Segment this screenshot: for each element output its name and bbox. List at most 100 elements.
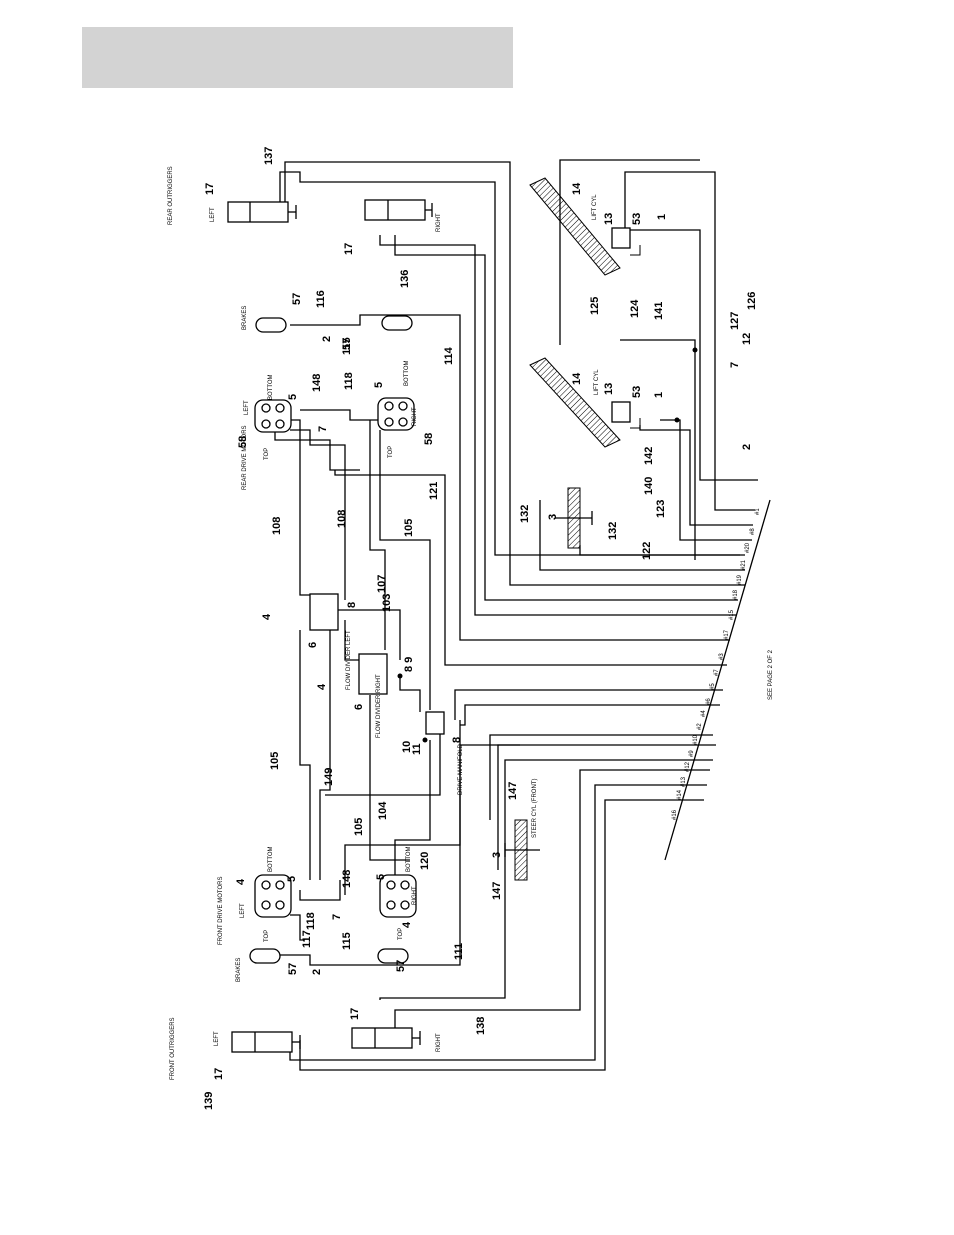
callout-number: 6 bbox=[353, 704, 365, 710]
callout-number: 148 bbox=[341, 870, 353, 888]
front-motor-right-label: RIGHT bbox=[412, 886, 418, 905]
callout-number: 123 bbox=[655, 500, 667, 518]
port-label: #21 bbox=[741, 559, 747, 570]
front-left-outrigger-cylinder bbox=[231, 1031, 301, 1053]
callout-number: 140 bbox=[643, 477, 655, 495]
callout-number: 147 bbox=[507, 782, 519, 800]
rear-right-outrigger-cylinder bbox=[364, 199, 433, 221]
rear-motor-right-label: RIGHT bbox=[412, 407, 418, 426]
front-motor-bottom-label: BOTTOM bbox=[268, 846, 274, 872]
rear-motor-bottom-label: BOTTOM bbox=[268, 374, 274, 400]
cylinder-132 bbox=[555, 487, 593, 549]
callout-number: 58 bbox=[237, 436, 249, 448]
port-label: #1 bbox=[755, 508, 761, 515]
port-label: #12 bbox=[685, 761, 691, 772]
callout-number: 4 bbox=[261, 613, 273, 620]
port-label: #10 bbox=[693, 734, 699, 745]
callout-number: 136 bbox=[399, 270, 411, 288]
callout-number: 8 9 bbox=[403, 657, 415, 672]
front-motor-left-label: LEFT bbox=[240, 903, 246, 918]
callout-number: 111 bbox=[453, 943, 465, 960]
callout-number: 105 bbox=[403, 519, 415, 537]
front-motor-right-bottom-label: BOTTOM bbox=[406, 846, 412, 872]
rear-right-drive-motor bbox=[377, 397, 415, 431]
port-label: #3 bbox=[719, 653, 725, 660]
rear-motor-right-bottom-label: BOTTOM bbox=[404, 360, 410, 386]
callout-number: 117 bbox=[301, 930, 313, 948]
flow-divider-left bbox=[309, 593, 339, 631]
front-motor-right-top-label: TOP bbox=[398, 928, 404, 940]
callout-number: 108 bbox=[336, 510, 348, 528]
callout-number: 1 bbox=[653, 392, 665, 398]
callout-number: 127 bbox=[729, 312, 741, 330]
callout-number: 142 bbox=[643, 447, 655, 465]
callout-number: 57 bbox=[395, 960, 407, 972]
lift-cyl-left-label: LIFT CYL bbox=[592, 194, 598, 220]
port-label: #19 bbox=[737, 574, 743, 585]
callout-number: 2 bbox=[741, 444, 753, 450]
callout-number: 1 bbox=[656, 214, 668, 220]
front-left-drive-motor bbox=[254, 874, 292, 918]
drive-manifold-label: DRIVE MANIFOLD bbox=[458, 743, 464, 795]
rear-motor-top-label: TOP bbox=[264, 448, 270, 460]
callout-number: 108 bbox=[271, 517, 283, 535]
callout-number: 6 bbox=[307, 642, 319, 648]
callout-number: 137 bbox=[263, 147, 275, 165]
callout-number: 2 bbox=[311, 969, 323, 975]
callout-number: 53 bbox=[631, 213, 643, 225]
callout-number: 138 bbox=[475, 1017, 487, 1035]
callout-number: 57 bbox=[287, 963, 299, 975]
flow-divider-right bbox=[358, 653, 388, 695]
callout-number: 124 bbox=[629, 299, 641, 318]
callout-number: 104 bbox=[377, 801, 389, 820]
flow-divider-left-label: FLOW DIVIDER LEFT bbox=[346, 630, 352, 690]
callout-number: 4 bbox=[316, 683, 328, 690]
callout-number: 115 bbox=[341, 337, 353, 355]
callout-number: 105 bbox=[353, 818, 365, 836]
rear-brakes-label: BRAKES bbox=[242, 306, 248, 330]
port-label: #18 bbox=[733, 589, 739, 600]
front-motor-top-label: TOP bbox=[264, 930, 270, 942]
callout-number: 120 bbox=[419, 852, 431, 870]
callout-number: 5 bbox=[373, 382, 385, 388]
callout-number: 57 bbox=[291, 293, 303, 305]
callout-number: 2 bbox=[321, 336, 333, 342]
port-label: #14 bbox=[677, 789, 683, 800]
callout-number: 58 bbox=[423, 433, 435, 445]
rear-left-drive-motor bbox=[254, 399, 292, 433]
callout-number: 149 bbox=[323, 768, 335, 786]
callout-number: 11 bbox=[411, 743, 423, 755]
port-label: #5 bbox=[710, 683, 716, 690]
front-right-drive-motor bbox=[379, 874, 417, 918]
lift-cylinder-right bbox=[529, 357, 641, 448]
hydraulic-lines bbox=[274, 159, 771, 1071]
callout-number: 17 bbox=[349, 1008, 361, 1020]
rear-left-label: LEFT bbox=[210, 207, 216, 222]
callout-number: 53 bbox=[631, 386, 643, 398]
callout-number: 114 bbox=[443, 346, 455, 365]
callout-number: 4 bbox=[235, 878, 247, 885]
callout-number: 4 bbox=[401, 921, 413, 928]
rear-right-label: RIGHT bbox=[436, 213, 442, 232]
callout-number: 118 bbox=[305, 912, 317, 930]
callout-number: 122 bbox=[641, 542, 653, 560]
callout-number: 126 bbox=[746, 292, 758, 310]
port-label: #8 bbox=[750, 528, 756, 535]
rear-outriggers-label: REAR OUTRIGGERS bbox=[168, 166, 174, 225]
front-right-label: RIGHT bbox=[436, 1033, 442, 1052]
port-label: #2 bbox=[697, 723, 703, 730]
callout-number: 125 bbox=[589, 297, 601, 315]
rear-motor-right-top-label: TOP bbox=[388, 446, 394, 458]
port-label: #16 bbox=[672, 809, 678, 820]
front-left-label: LEFT bbox=[214, 1031, 220, 1046]
rear-left-outrigger-cylinder bbox=[227, 201, 297, 223]
callout-number: 14 bbox=[571, 372, 583, 385]
callout-number: 5 bbox=[287, 394, 299, 400]
callout-number: 3 bbox=[547, 514, 559, 520]
callout-number: 17 bbox=[343, 243, 355, 255]
rear-motor-left-label: LEFT bbox=[244, 400, 250, 415]
front-brakes-label: BRAKES bbox=[236, 958, 242, 982]
callout-number: 132 bbox=[519, 505, 531, 523]
port-label: #15 bbox=[729, 609, 735, 620]
